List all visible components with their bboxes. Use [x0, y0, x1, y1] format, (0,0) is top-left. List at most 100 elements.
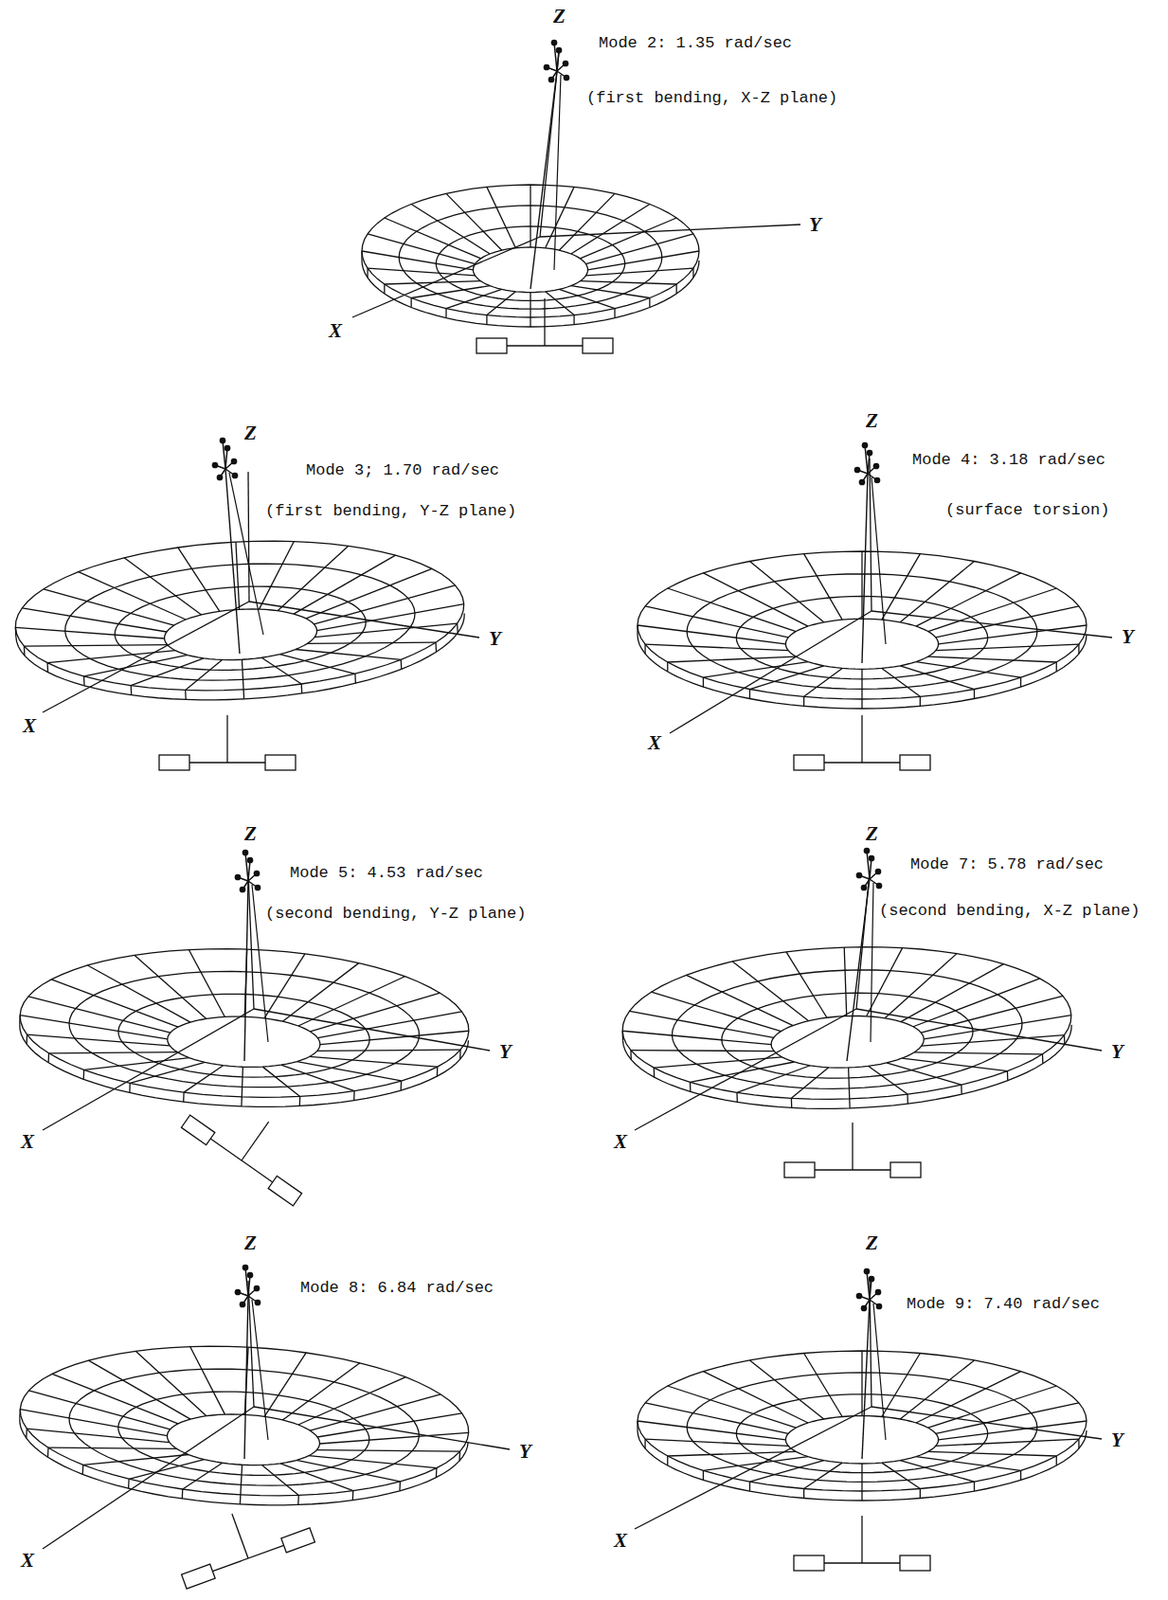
axis-label: Z: [242, 1231, 259, 1256]
dish-rib: [296, 1061, 402, 1081]
dish-rib: [529, 317, 531, 327]
feed-node: [551, 39, 557, 45]
dish-rib: [804, 667, 843, 697]
dish-rib: [400, 1080, 403, 1091]
dish-rib: [973, 1481, 975, 1492]
dish-rib: [312, 585, 458, 625]
feed-node: [854, 467, 860, 472]
dish-rib: [78, 566, 186, 626]
dish-rib: [308, 1056, 438, 1067]
dish-rib: [182, 1092, 185, 1102]
bus-box: [793, 1555, 825, 1571]
x-axis: [352, 236, 540, 318]
dish-rib: [653, 1057, 783, 1068]
feed-node: [234, 1289, 240, 1294]
dish-rib: [458, 1451, 461, 1461]
axis-label: Z: [863, 409, 881, 433]
z-axis: [248, 471, 250, 602]
dish-rib: [558, 288, 615, 308]
dish-rib: [1006, 1071, 1009, 1081]
dish-ring: [361, 184, 700, 318]
dish-rib: [295, 1459, 401, 1481]
spacecraft-model: [361, 184, 700, 327]
axis-label: X: [18, 1130, 36, 1154]
dish-rib: [486, 291, 516, 316]
mast: [873, 1303, 886, 1440]
spacecraft-model: [619, 939, 1075, 1116]
bus-stem: [861, 1515, 863, 1564]
dish-rib: [47, 650, 177, 664]
mode-label: Mode 3; 1.70 rad/sec: [304, 461, 502, 481]
dish-rib: [182, 1460, 223, 1492]
dish-rib: [456, 623, 459, 633]
dish-rib: [928, 656, 1057, 663]
dish-rib: [899, 1360, 974, 1420]
dish-rib: [434, 642, 437, 652]
dish-rib: [676, 284, 678, 294]
dish-rib: [410, 297, 412, 307]
axis-label: X: [20, 714, 38, 738]
bus-box: [899, 754, 931, 771]
dish-rib: [644, 644, 646, 654]
dish-rib: [689, 1081, 692, 1092]
dish-rib: [736, 1092, 738, 1102]
dish-rib: [628, 1006, 773, 1043]
dish-rib: [309, 1387, 441, 1438]
dish-rib: [241, 1066, 243, 1097]
bus-box: [181, 1563, 216, 1589]
feed-node: [856, 872, 862, 878]
dish-rib: [938, 1420, 1087, 1440]
dish-rib: [935, 606, 1079, 638]
dish-rim: [622, 1024, 1075, 1116]
x-axis: [669, 610, 872, 734]
feed-node: [874, 477, 880, 483]
dish-rib: [916, 1456, 1022, 1472]
spacecraft-model: [16, 1335, 473, 1517]
mode-label: Mode 8: 6.84 rad/sec: [298, 1278, 496, 1298]
feed-node: [224, 445, 230, 450]
bus-box: [890, 1162, 921, 1178]
bus-box: [159, 754, 190, 771]
feed-cluster: [856, 1268, 881, 1311]
dish-rib: [637, 625, 786, 645]
y-axis: [253, 1008, 490, 1051]
dish-rib: [702, 1371, 809, 1423]
x-axis: [42, 601, 250, 713]
z-axis: [869, 458, 872, 611]
dish-rib: [644, 1438, 646, 1449]
feed-node: [875, 1289, 881, 1294]
feed-node: [247, 1272, 252, 1277]
dish-rib: [48, 1441, 178, 1455]
dish-rib: [861, 1350, 863, 1417]
dish-rib: [702, 1456, 809, 1472]
dish-rib: [184, 689, 187, 700]
dish-rib: [241, 659, 244, 690]
dish-rib: [239, 1494, 242, 1505]
x-axis: [634, 1008, 857, 1131]
dish-rib: [906, 1094, 909, 1104]
dish-rim: [361, 260, 700, 327]
dish-rib: [459, 1049, 462, 1060]
mast: [251, 1299, 269, 1440]
dish-rib: [786, 951, 827, 1020]
bus-beam: [824, 1562, 900, 1564]
feed-node: [563, 74, 569, 80]
bus-beam: [189, 761, 266, 763]
bus-stem: [543, 298, 545, 346]
feed-strut: [866, 850, 870, 880]
dish-rib: [645, 1438, 789, 1446]
feed-node: [868, 855, 874, 861]
dish-rib: [666, 662, 668, 672]
axis-label: Y: [807, 213, 824, 237]
feed-node: [875, 868, 881, 874]
bus-box: [265, 754, 296, 771]
dish-rib: [129, 658, 205, 686]
feed-strut: [245, 852, 249, 881]
dish-rib: [637, 1420, 786, 1440]
dish-rib: [15, 627, 18, 637]
dish-rib: [613, 308, 615, 319]
x-axis: [42, 1406, 254, 1549]
dish-rib: [1020, 1470, 1022, 1480]
mode-label: (second bending, X-Z plane): [877, 901, 1142, 921]
dish-rib: [26, 1034, 29, 1044]
